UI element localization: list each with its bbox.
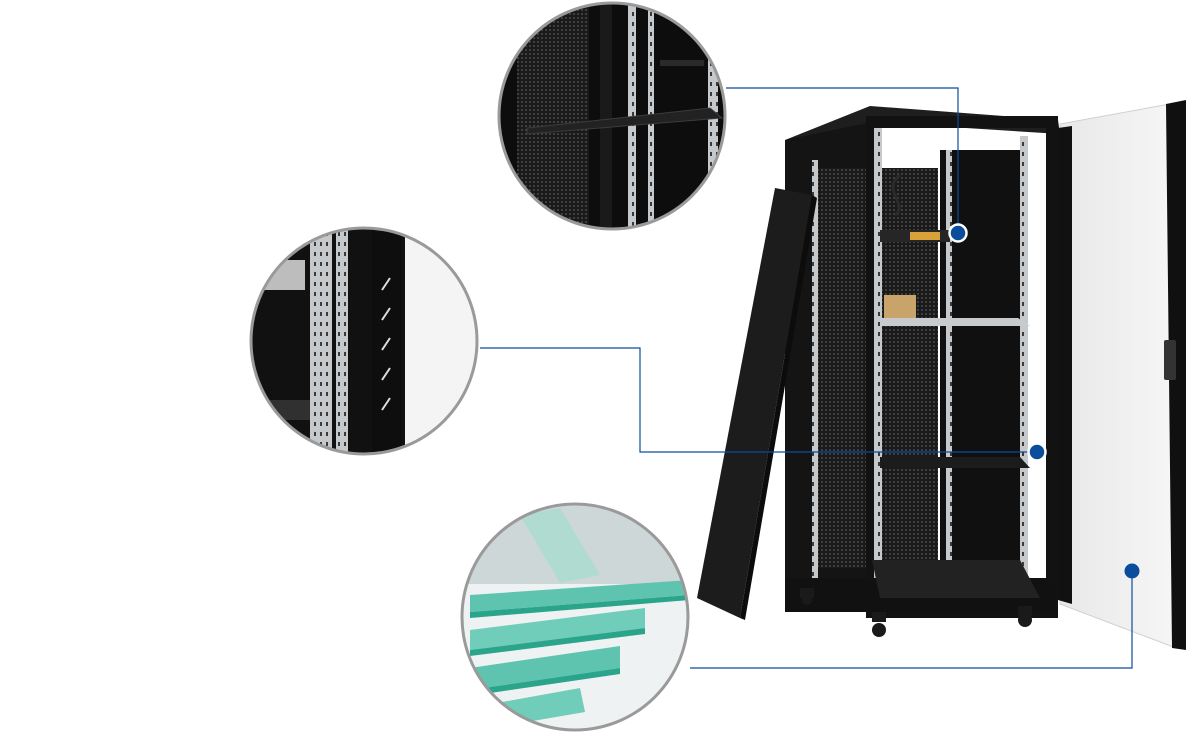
cabinet-back-right <box>940 150 1020 570</box>
callout-line-shelf <box>726 87 959 233</box>
door-hinge-frame <box>1058 126 1072 604</box>
cabinet-floor <box>872 560 1040 598</box>
rear-rail-right <box>946 150 952 570</box>
front-rail-left <box>874 128 882 606</box>
power-label <box>910 232 940 240</box>
casters <box>800 588 1032 637</box>
front-rail-right <box>1020 136 1028 606</box>
lower-shelf <box>880 457 1030 468</box>
side-panel <box>697 188 812 618</box>
side-panel-edge <box>740 195 817 620</box>
shelf-marker <box>948 223 968 243</box>
glass-marker <box>1124 563 1140 579</box>
callout-lines <box>480 87 1133 669</box>
server-cabinet <box>697 100 1186 650</box>
callout-line-rail <box>480 347 1037 453</box>
callout-markers <box>948 223 1140 579</box>
door-lock <box>1164 340 1176 380</box>
box-on-shelf <box>884 295 916 318</box>
rear-rail-left <box>812 160 818 580</box>
rail-marker <box>1027 442 1047 462</box>
callout-line-glass <box>690 571 1133 669</box>
glass-front-door <box>1059 103 1177 649</box>
upper-shelf <box>880 318 1030 326</box>
power-cable <box>891 173 902 217</box>
